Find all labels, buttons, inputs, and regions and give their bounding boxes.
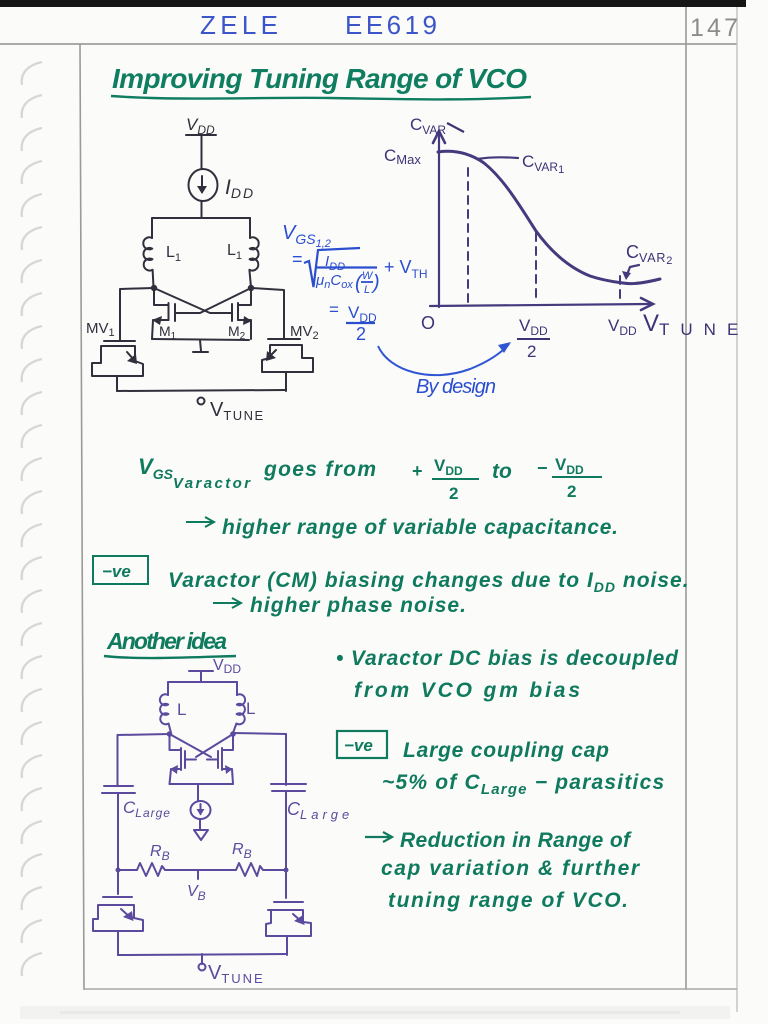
svg-text:CMax: CMax	[384, 146, 421, 167]
svg-text:By design: By design	[416, 376, 496, 398]
svg-text:−: −	[537, 458, 548, 478]
svg-text:CVAR: CVAR	[410, 115, 446, 137]
svg-text:2: 2	[356, 324, 366, 344]
svg-text:L: L	[246, 699, 255, 718]
svg-text:147: 147	[690, 14, 738, 42]
svg-text:(: (	[355, 272, 364, 294]
svg-text:MV2: MV2	[290, 323, 319, 342]
svg-text:to: to	[492, 460, 512, 483]
svg-text:cap variation & further: cap variation & further	[381, 857, 641, 880]
svg-text:~5% of CLarge − parasitics: ~5% of CLarge − parasitics	[382, 771, 665, 798]
svg-text:−ve: −ve	[344, 736, 373, 755]
svg-text:L: L	[177, 700, 186, 719]
svg-text:• Varactor DC bias is decouple: • Varactor DC bias is decoupled	[336, 647, 679, 670]
svg-text:Large coupling cap: Large coupling cap	[403, 739, 609, 762]
svg-text:2: 2	[567, 482, 576, 501]
svg-text:Reduction in Range of: Reduction in Range of	[400, 829, 632, 852]
svg-text:L: L	[364, 284, 370, 296]
svg-text:=: =	[292, 249, 303, 269]
svg-text:2: 2	[527, 342, 536, 361]
svg-text:2: 2	[449, 484, 458, 503]
svg-text:ZELE: ZELE	[200, 10, 280, 40]
svg-text:): )	[371, 272, 380, 294]
svg-text:O: O	[421, 313, 435, 333]
svg-text:Another idea: Another idea	[106, 628, 227, 654]
svg-text:higher range of variable capac: higher range of variable capacitance.	[222, 516, 618, 539]
svg-text:+: +	[412, 461, 423, 481]
svg-text:MV1: MV1	[86, 320, 115, 339]
svg-text:VTUNE: VTUNE	[208, 962, 265, 986]
svg-text:tuning range of VCO.: tuning range of VCO.	[388, 889, 628, 912]
svg-text:−ve: −ve	[102, 562, 131, 581]
svg-text:W: W	[362, 270, 374, 282]
svg-text:goes from: goes from	[263, 458, 376, 481]
svg-text:VDD: VDD	[213, 657, 241, 676]
svg-text:EE619: EE619	[345, 10, 439, 40]
svg-text:=: =	[329, 300, 339, 319]
svg-text:higher phase noise.: higher phase noise.	[250, 594, 466, 617]
svg-text:Improving Tuning Range of VCO: Improving Tuning Range of VCO	[112, 63, 527, 94]
